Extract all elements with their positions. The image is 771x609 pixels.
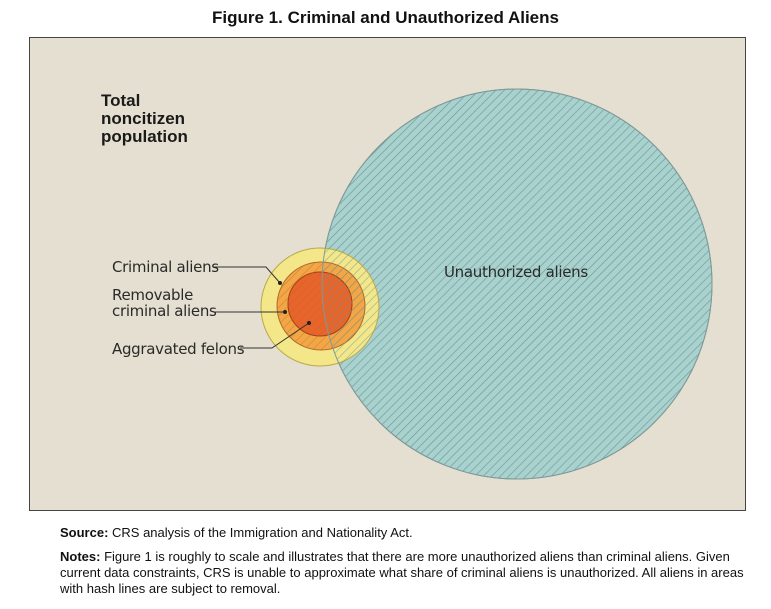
overlap-hatch — [322, 248, 379, 366]
criminal-leader-line — [213, 266, 281, 284]
notes-text: Notes: Figure 1 is roughly to scale and … — [60, 549, 744, 596]
venn-diagram — [213, 88, 713, 480]
unauthorized-hatch — [322, 89, 712, 479]
unauthorized-outline — [321, 88, 713, 480]
footnotes: Source: CRS analysis of the Immigration … — [60, 525, 760, 605]
removable-leader-dot — [283, 310, 287, 314]
aggravated-felons-label: Aggravated felons — [112, 340, 245, 358]
unauthorized-label: Unauthorized aliens — [444, 263, 588, 281]
total-population-label: Total noncitizen population — [101, 91, 188, 146]
criminal-leader-dot — [278, 281, 282, 285]
criminal-aliens-label: Criminal aliens — [112, 258, 219, 276]
felons-leader-dot — [307, 321, 311, 325]
diagram-frame: Total noncitizen population Unauthorized… — [29, 37, 746, 511]
removable-criminal-label: Removable criminal aliens — [112, 286, 217, 320]
source-note: Source: CRS analysis of the Immigration … — [60, 525, 413, 540]
figure-title: Figure 1. Criminal and Unauthorized Alie… — [212, 8, 559, 27]
felons-leader-line — [240, 322, 310, 349]
